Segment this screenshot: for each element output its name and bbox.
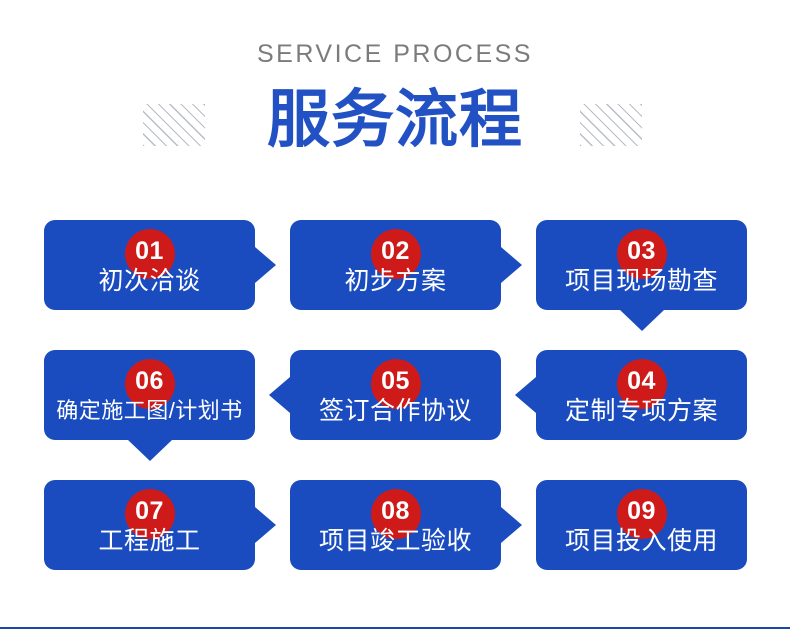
arrow-left-icon [269,377,290,413]
hatch-decoration-left [143,104,205,146]
step-label: 项目现场勘查 [564,267,718,295]
page-title: 服务流程 [267,85,523,155]
step-label: 确定施工图/计划书 [56,398,243,423]
step-number-badge: 05 [370,359,421,409]
header-subtitle: SERVICE PROCESS [256,40,533,68]
step-label: 签订合作协议 [318,397,472,425]
step-label: 项目投入使用 [564,527,718,555]
arrow-right-icon [501,507,522,543]
step-label: 定制专项方案 [564,397,718,425]
step-label: 工程施工 [98,527,201,555]
arrow-down-icon [127,440,172,461]
step-number-badge: 09 [616,489,667,539]
step-number-badge: 08 [370,489,421,539]
arrow-left-icon [515,377,536,413]
arrow-right-icon [255,247,276,283]
step-label: 项目竣工验收 [318,527,472,555]
arrow-right-icon [501,247,522,283]
hatch-decoration-right [580,104,642,146]
step-number-badge: 04 [616,359,667,409]
step-label: 初步方案 [344,267,447,295]
step-number-badge: 06 [124,359,175,409]
arrow-down-icon [619,310,664,331]
arrow-right-icon [255,507,276,543]
step-number-badge: 02 [370,229,421,279]
step-number-badge: 01 [124,229,175,279]
step-number-badge: 07 [124,489,175,539]
step-number-badge: 03 [616,229,667,279]
page-header: SERVICE PROCESS 服务流程 [0,0,790,195]
step-label: 初次洽谈 [98,267,201,295]
